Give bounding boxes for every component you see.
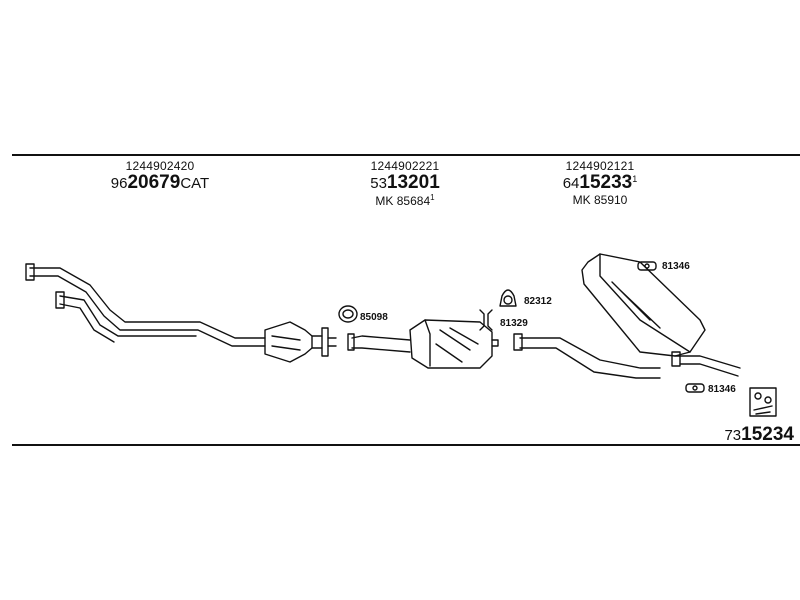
rear-hanger-top-callout: 81346 — [662, 261, 690, 272]
center-muffler-part — [347, 319, 499, 369]
ring-gasket-callout: 85098 — [360, 312, 388, 323]
mid-hanger-part — [479, 309, 493, 331]
rear-hanger-bottom-callout: 81346 — [708, 384, 736, 395]
rear-muffler-part-number: 64152331 — [562, 172, 638, 194]
rear-muffler-part — [581, 253, 741, 377]
front-pipe-column: 1244902420 9620679CAT — [95, 159, 225, 194]
rear-muffler-oem-number: 1244902121 — [565, 159, 635, 173]
top-divider — [12, 154, 800, 156]
bottom-divider — [12, 444, 800, 446]
intermediate-pipe-part — [513, 333, 661, 379]
complete-kit-number: 7315234 — [724, 424, 794, 445]
mid-hanger-callout: 81329 — [500, 318, 528, 329]
center-muffler-mk-number: MK 856841 — [375, 193, 435, 209]
center-muffler-column: 1244902221 5313201 MK 856841 — [340, 159, 470, 209]
clamp-part — [499, 289, 517, 307]
front-pipe-part-number: 9620679CAT — [110, 172, 210, 194]
rear-hanger-bottom-part — [685, 383, 705, 393]
center-muffler-oem-number: 1244902221 — [370, 159, 440, 173]
rear-muffler-mk-number: MK 85910 — [572, 193, 628, 208]
front-pipe-oem-number: 1244902420 — [125, 159, 195, 173]
rear-muffler-column: 1244902121 64152331 MK 85910 — [535, 159, 665, 208]
ring-gasket-part — [338, 305, 358, 323]
center-muffler-part-number: 5313201 — [370, 172, 440, 194]
front-pipe-assembly — [25, 263, 337, 363]
rear-hanger-top-part — [637, 261, 657, 271]
clamp-callout: 82312 — [524, 296, 552, 307]
hardware-kit-icon — [749, 387, 777, 417]
